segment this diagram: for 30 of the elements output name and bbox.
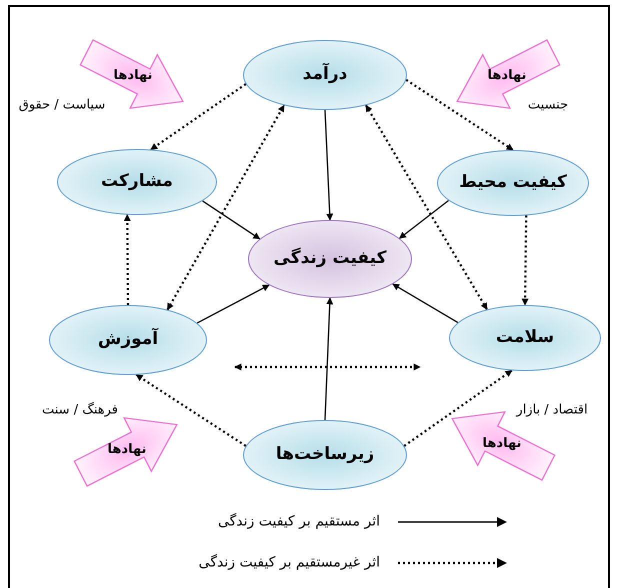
arrow (150, 83, 246, 150)
node-label: آموزش (98, 327, 158, 352)
beside-label: فرهنگ / سنت (42, 401, 118, 420)
arrow (324, 297, 334, 420)
arrow (404, 370, 512, 447)
node-label: سلامت (496, 326, 554, 350)
arrow (136, 374, 246, 447)
arrow (124, 214, 131, 305)
arrow (365, 104, 488, 310)
legend-label: اثر غیرمستقیم بر کیفیت زندگی (198, 553, 380, 572)
beside-label: جنسیت (528, 96, 568, 114)
beside-label: اقتصاد / بازار (516, 401, 588, 420)
node-label: درآمد (302, 62, 348, 86)
node-label: کیفیت محیط (459, 171, 567, 194)
arrow (324, 110, 334, 221)
arrow-label: نهادها (114, 67, 152, 86)
arrow-label: نهادها (482, 435, 522, 454)
beside-label: سیاست / حقوق (18, 96, 106, 114)
node-label: مشارکت (101, 170, 173, 194)
arrow (196, 284, 270, 324)
node-label: کیفیت زندگی (274, 246, 386, 270)
arrow (202, 200, 260, 240)
legend-label: اثر مستقیم بر کیفیت زندگی (218, 512, 380, 532)
node-label: زیرساخت‌ها (276, 443, 374, 466)
arrow-label: نهادها (488, 67, 526, 86)
arrow (522, 215, 529, 306)
arrow (166, 104, 285, 310)
arrow-label: نهادها (108, 441, 146, 460)
arrow (392, 284, 458, 324)
arrow (406, 78, 514, 151)
